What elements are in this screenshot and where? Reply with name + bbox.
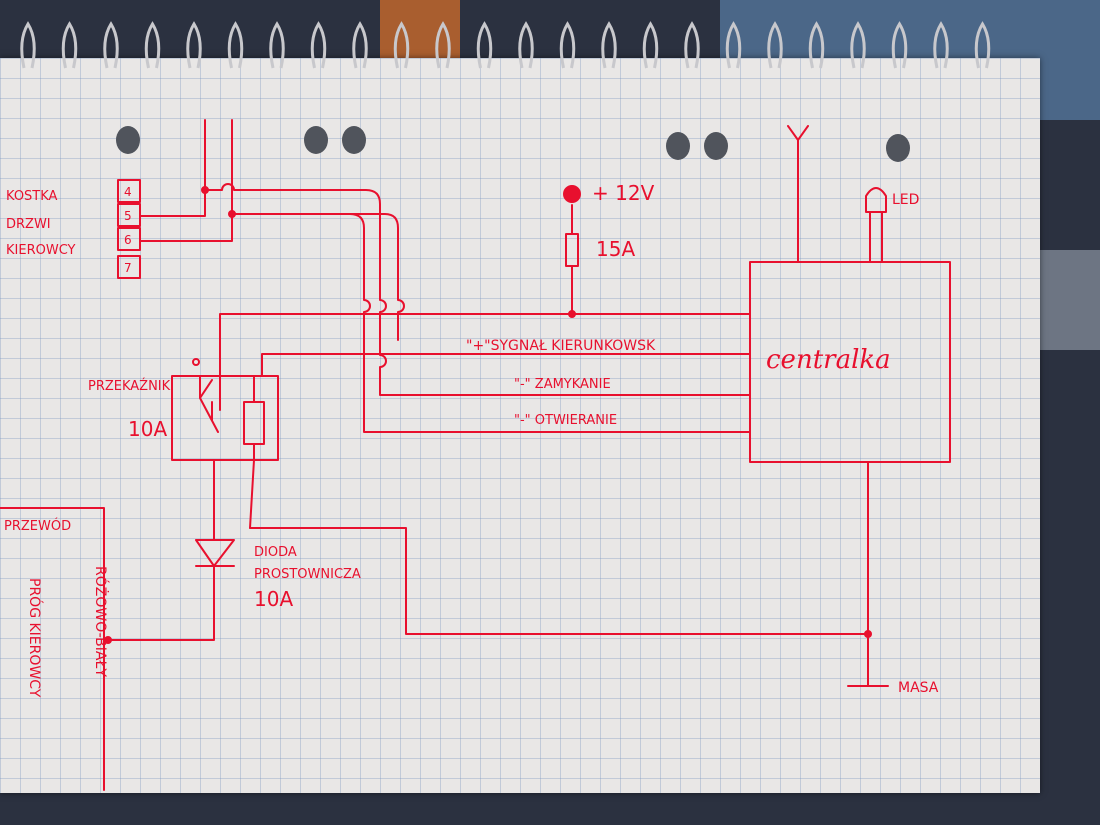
door-connector xyxy=(117,179,141,279)
relay-switch xyxy=(199,375,219,433)
spiral-ring xyxy=(891,21,908,69)
power-label: + 12V xyxy=(592,181,655,205)
diode-label-1: DIODA xyxy=(254,545,297,560)
notebook-page xyxy=(0,58,1040,793)
spiral-ring xyxy=(20,21,36,69)
power-terminal xyxy=(563,185,581,203)
relay-label: PRZEKAŹNIK xyxy=(88,378,171,394)
spiral-ring xyxy=(974,21,991,69)
spiral-ring xyxy=(269,21,285,69)
junction-dot xyxy=(568,310,576,318)
spiral-ring xyxy=(227,21,244,69)
spiral-ring xyxy=(808,21,825,69)
spiral-ring xyxy=(144,21,161,69)
junction-dot xyxy=(201,186,209,194)
wire-note-frame xyxy=(0,507,105,791)
spiral-ring xyxy=(642,21,659,69)
spiral-binding xyxy=(20,21,991,69)
connector-pin-7: 7 xyxy=(124,261,132,275)
spiral-ring xyxy=(435,21,451,69)
spiral-ring xyxy=(725,21,742,69)
controller-label: centralka xyxy=(766,345,891,375)
spiral-ring xyxy=(310,21,327,69)
led-icon xyxy=(865,187,887,263)
spiral-ring xyxy=(186,21,202,69)
connector-pin-4: 4 xyxy=(124,185,132,199)
relay-box xyxy=(171,375,279,461)
relay-contact xyxy=(192,358,200,366)
spiral-ring xyxy=(518,21,534,69)
connector-pin-6: 6 xyxy=(124,233,132,247)
wire-relay-coil xyxy=(249,375,255,529)
connector-label-1: KOSTKA xyxy=(6,189,58,204)
connector-label-3: KIEROWCY xyxy=(6,243,76,258)
spiral-ring xyxy=(601,21,617,69)
spiral-ring xyxy=(850,21,866,69)
wire-pin5-out xyxy=(204,183,751,396)
connector-label-2: DRZWI xyxy=(6,217,51,232)
junction-dot xyxy=(228,210,236,218)
spiral-ring xyxy=(352,21,368,69)
spiral-ring xyxy=(103,21,119,69)
diode-symbol xyxy=(107,459,235,641)
fuse-label: 15A xyxy=(596,237,635,261)
wire-note-color: RÓŻOWO-BIAŁY xyxy=(92,566,110,677)
wire-note-przewod: PRZEWÓD xyxy=(4,518,71,534)
relay-rating: 10A xyxy=(128,417,167,441)
spiral-ring xyxy=(61,21,78,69)
wire-pin6 xyxy=(139,119,233,242)
diode-label-2: PROSTOWNICZA xyxy=(254,567,361,582)
spiral-ring xyxy=(684,21,700,69)
diode-label-3: 10A xyxy=(254,587,293,611)
spiral-ring xyxy=(767,21,783,69)
antenna-icon xyxy=(787,125,809,263)
led-label: LED xyxy=(892,192,919,208)
ground-label: MASA xyxy=(898,680,939,696)
wire-door-to-turn xyxy=(231,213,405,341)
relay-coil xyxy=(243,401,265,445)
spiral-ring xyxy=(393,21,410,69)
wire-turn-signal xyxy=(261,353,751,376)
signal-unlock-label: "-" OTWIERANIE xyxy=(514,413,617,428)
punched-holes xyxy=(116,126,910,162)
spiral-ring xyxy=(933,21,949,69)
wire-ground xyxy=(249,461,889,687)
junction-dot xyxy=(864,630,872,638)
signal-lock-label: "-" ZAMYKANIE xyxy=(514,377,611,392)
wire-note-location: PRÓG KIEROWCY xyxy=(26,578,44,698)
spiral-ring xyxy=(476,21,493,69)
wire-pin5 xyxy=(139,119,206,217)
connector-pin-5: 5 xyxy=(124,209,132,223)
signal-turn-label: "+"SYGNAŁ KIERUNKOWSK xyxy=(466,338,656,354)
controller-box xyxy=(749,261,951,463)
fuse-symbol xyxy=(565,233,579,267)
spiral-ring xyxy=(559,21,576,69)
wire-pin6-out xyxy=(231,213,751,433)
